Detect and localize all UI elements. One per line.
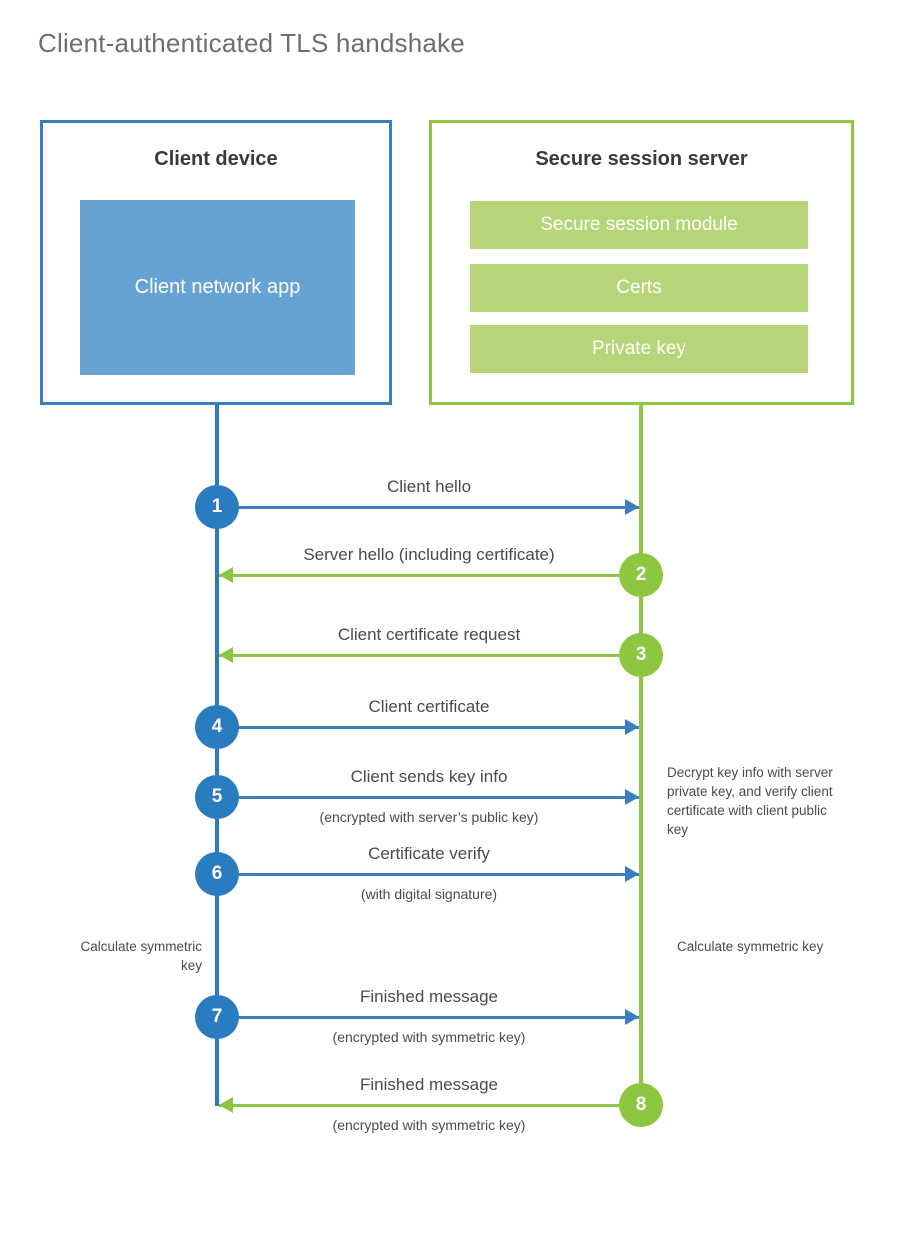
step-circle-7[interactable]: 7 — [195, 995, 239, 1039]
message-sublabel-step-5: (encrypted with server’s public key) — [319, 809, 539, 825]
client-device-title: Client device — [154, 148, 278, 170]
message-sublabel-step-7: (encrypted with symmetric key) — [332, 1029, 526, 1045]
arrow-line-step-7 — [219, 1016, 639, 1019]
arrow-head-step-1 — [625, 499, 639, 515]
secure-session-server-box: Secure session server Secure session mod… — [429, 120, 854, 405]
secure-session-server-title: Secure session server — [535, 148, 748, 170]
arrow-line-step-2 — [219, 574, 639, 577]
arrow-head-step-3 — [219, 647, 233, 663]
message-label-step-3: Client certificate request — [337, 625, 521, 644]
step-circle-2[interactable]: 2 — [619, 553, 663, 597]
client-network-app-block: Client network app — [80, 200, 355, 375]
client-lifeline — [215, 404, 219, 1106]
arrow-head-step-5 — [625, 789, 639, 805]
step-circle-5[interactable]: 5 — [195, 775, 239, 819]
arrow-line-step-6 — [219, 873, 639, 876]
message-sublabel-step-8: (encrypted with symmetric key) — [332, 1117, 526, 1133]
note-server-calculate-symmetric-key: Calculate symmetric key — [677, 939, 824, 954]
step-circle-8[interactable]: 8 — [619, 1083, 663, 1127]
arrow-head-step-2 — [219, 567, 233, 583]
page-title: Client-authenticated TLS handshake — [38, 28, 465, 58]
arrow-line-step-4 — [219, 726, 639, 729]
message-label-step-8: Finished message — [360, 1075, 498, 1094]
arrow-head-step-7 — [625, 1009, 639, 1025]
step-circle-3[interactable]: 3 — [619, 633, 663, 677]
server-block-secure-session-module: Secure session module — [470, 201, 808, 249]
step-circle-6[interactable]: 6 — [195, 852, 239, 896]
message-label-step-7: Finished message — [360, 987, 498, 1006]
arrow-line-step-8 — [219, 1104, 639, 1107]
server-lifeline — [639, 404, 643, 1106]
arrow-line-step-1 — [219, 506, 639, 509]
message-label-step-4: Client certificate — [368, 697, 490, 716]
client-device-box: Client device Client network app — [40, 120, 392, 405]
arrow-line-step-5 — [219, 796, 639, 799]
note-server-decrypt-key-info: Decrypt key info with server private key… — [667, 765, 833, 838]
step-circle-1[interactable]: 1 — [195, 485, 239, 529]
note-client-calculate-symmetric-key: Calculate symmetric key — [80, 939, 202, 974]
server-block-certs: Certs — [470, 264, 808, 312]
message-label-step-6: Certificate verify — [368, 844, 490, 863]
message-label-step-1: Client hello — [386, 477, 472, 496]
arrow-head-step-6 — [625, 866, 639, 882]
message-sublabel-step-6: (with digital signature) — [360, 886, 498, 902]
arrow-head-step-4 — [625, 719, 639, 735]
message-label-step-2: Server hello (including certificate) — [303, 545, 555, 564]
arrow-head-step-8 — [219, 1097, 233, 1113]
server-block-private-key: Private key — [470, 325, 808, 373]
arrow-line-step-3 — [219, 654, 639, 657]
step-circle-4[interactable]: 4 — [195, 705, 239, 749]
message-label-step-5: Client sends key info — [350, 767, 508, 786]
